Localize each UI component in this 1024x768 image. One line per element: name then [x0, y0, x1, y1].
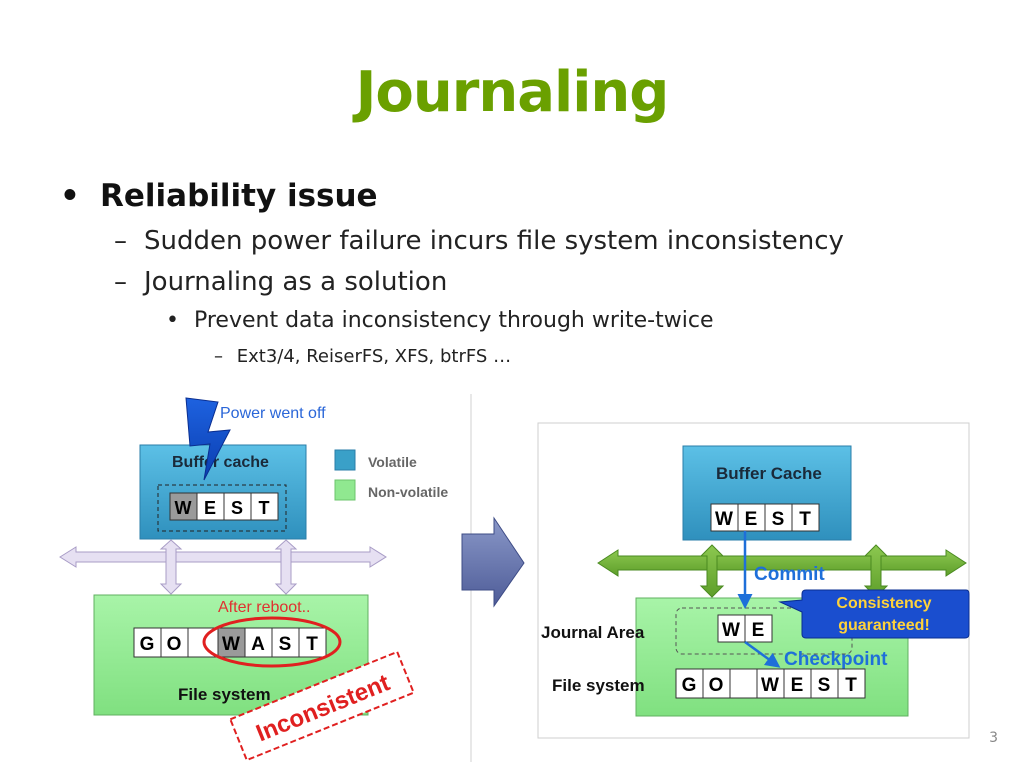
callout-text-line2: guaranteed! — [838, 617, 930, 634]
bullet-dot-icon: • — [166, 308, 179, 333]
cell — [298, 627, 327, 658]
right-fs-cells: G O W E S T — [675, 668, 866, 699]
cell — [223, 492, 252, 521]
cell-letter: W — [715, 509, 733, 530]
bullet-write-twice: • Prevent data inconsistency through wri… — [166, 308, 714, 333]
journal-area-label: Journal Area — [541, 623, 645, 642]
lightning-icon — [185, 397, 231, 481]
cell — [783, 668, 812, 699]
cell-letter: S — [279, 634, 292, 655]
journal-cells: W E — [717, 614, 773, 643]
checkpoint-arrow — [744, 640, 781, 668]
cell — [791, 503, 820, 532]
slide-title: Journaling — [355, 60, 670, 125]
cell-letter: T — [799, 509, 811, 530]
cell — [217, 627, 246, 658]
cell — [810, 668, 839, 699]
left-buffer-cells: W E S T — [169, 492, 279, 521]
left-fs-cells: G O W A S T — [133, 627, 327, 658]
cell-letter: W — [722, 620, 740, 641]
cell — [837, 668, 866, 699]
cell — [717, 614, 746, 643]
commit-label: Commit — [754, 564, 825, 585]
power-off-label: Power went off — [220, 405, 326, 422]
cell-letter: O — [167, 634, 182, 655]
cell-letter: E — [204, 498, 216, 518]
checkpoint-label: Checkpoint — [784, 649, 888, 670]
cell-letter: S — [818, 675, 831, 696]
cell — [764, 503, 793, 532]
cell-letter: O — [709, 675, 724, 696]
cell — [756, 668, 785, 699]
cell-letter: T — [306, 634, 318, 655]
cell-letter: G — [682, 675, 697, 696]
cell-letter: W — [761, 675, 779, 696]
cell-letter: E — [791, 675, 804, 696]
callout-text-line1: Consistency — [836, 595, 931, 612]
transition-arrow — [461, 516, 525, 608]
cell-letter: S — [772, 509, 785, 530]
cell-letter: E — [745, 509, 758, 530]
cell — [744, 614, 773, 643]
cell-letter: G — [140, 634, 155, 655]
bullet-dash-icon: – — [114, 226, 127, 256]
inconsistent-highlight-ellipse — [202, 616, 342, 668]
consistency-callout — [778, 589, 970, 639]
cell — [710, 503, 739, 532]
bullet-dot-icon: • — [60, 178, 80, 214]
bullet-dash-icon: – — [214, 346, 223, 367]
legend-volatile-swatch — [334, 449, 356, 471]
cell — [244, 627, 273, 658]
stamp-border — [229, 650, 415, 762]
page-number: 3 — [989, 730, 998, 746]
cell-letter: A — [251, 634, 265, 655]
cell-letter: S — [231, 498, 243, 518]
left-buffer-cache-box — [139, 444, 307, 540]
bullet-dash-icon: – — [114, 267, 127, 297]
cell-letter: W — [222, 634, 240, 655]
left-vertical-arrow — [274, 539, 298, 595]
right-fs-label: File system — [552, 676, 645, 695]
right-vertical-arrow — [699, 544, 725, 598]
left-buffer-label: Buffer cache — [172, 454, 269, 471]
legend-nonvolatile-label: Non-volatile — [368, 484, 448, 500]
cell-letter: T — [845, 675, 857, 696]
left-fs-label: File system — [178, 685, 271, 704]
cell — [160, 627, 189, 658]
right-buffer-label: Buffer Cache — [716, 464, 822, 483]
after-reboot-label: After reboot.. — [218, 599, 311, 616]
left-bus-arrow — [59, 546, 387, 568]
cell — [196, 492, 225, 521]
cell-letter: E — [752, 620, 765, 641]
left-buffer-dashed-region — [157, 484, 287, 532]
cell — [729, 668, 758, 699]
bullet-filesystems: – Ext3/4, ReiserFS, XFS, btrFS … — [214, 346, 512, 367]
left-vertical-arrow — [159, 539, 183, 595]
legend-volatile-label: Volatile — [368, 454, 417, 470]
right-buffer-cells: W E S T — [710, 503, 820, 532]
cell — [169, 492, 198, 521]
cell-letter: T — [259, 498, 270, 518]
cell — [250, 492, 279, 521]
right-diagram: Buffer Cache W E S T Journal Area W E Co… — [537, 422, 970, 739]
legend-nonvolatile-swatch — [334, 479, 356, 501]
left-diagram: Buffer cache W E S T Power went off Vola… — [59, 397, 448, 762]
cell-letter: W — [175, 498, 192, 518]
